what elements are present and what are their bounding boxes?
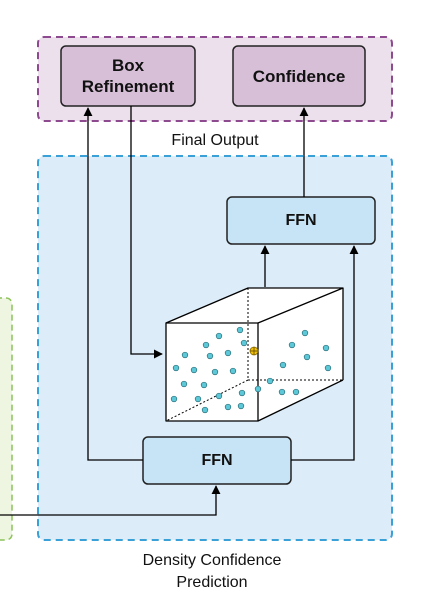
density-caption-line-2: Prediction: [176, 574, 248, 591]
box-refinement-box: [60, 45, 196, 107]
crosshair-marker-icon: [249, 346, 259, 356]
ffn-top-box: [226, 196, 376, 245]
connector-lines: [0, 106, 359, 516]
confidence-box: [232, 45, 366, 107]
ffn-top-label: FFN: [285, 212, 317, 229]
density-caption-line-1: Density Confidence: [142, 552, 282, 569]
ffn-bottom-label: FFN: [201, 452, 233, 469]
confidence-label: Confidence: [252, 66, 346, 86]
final-output-caption: Final Output: [171, 132, 259, 149]
left-region: [0, 297, 13, 541]
feature-cube-icon: [165, 287, 344, 422]
box-refinement-label: Box Refinement: [81, 56, 175, 96]
